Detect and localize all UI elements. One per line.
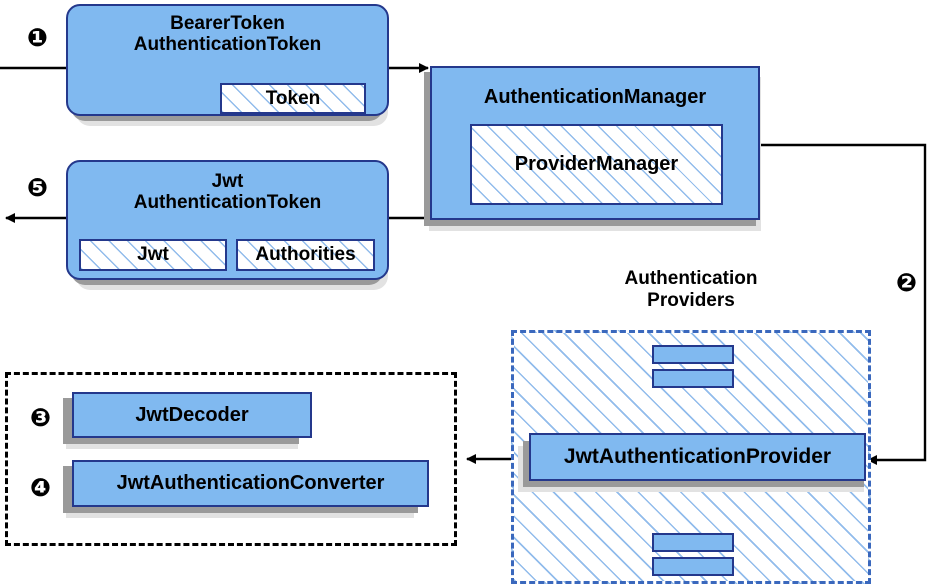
provider-stub-bar-bottom-2 (652, 557, 734, 576)
step-badge-4: ❹ (29, 473, 52, 502)
jwt-token-slot-authorities: Authorities (236, 239, 375, 271)
provider-stub-bar-bottom-1 (652, 533, 734, 552)
node-bearer-token-authentication-token[interactable]: BearerToken AuthenticationToken Token (66, 4, 389, 116)
node-jwt-authentication-provider[interactable]: JwtAuthenticationProvider (529, 433, 866, 481)
step-badge-5: ❺ (26, 173, 49, 202)
provider-stub-bar-top-1 (652, 345, 734, 364)
provider-stub-bar-top-2 (652, 369, 734, 388)
authentication-manager-title: AuthenticationManager (483, 86, 707, 108)
jwt-token-title: Jwt AuthenticationToken (133, 171, 322, 214)
authentication-providers-caption: Authentication Providers (624, 268, 758, 311)
step-badge-3: ❸ (29, 403, 52, 432)
node-jwt-authentication-converter[interactable]: JwtAuthenticationConverter (72, 460, 429, 507)
bearer-token-slot-token: Token (220, 83, 366, 114)
step-badge-1: ❶ (26, 23, 49, 52)
node-jwt-authentication-token[interactable]: Jwt AuthenticationToken Jwt Authorities (66, 160, 389, 280)
jwt-token-slot-jwt: Jwt (79, 239, 227, 271)
authentication-manager-slot-provider-manager: ProviderManager (470, 124, 723, 205)
bearer-token-title: BearerToken AuthenticationToken (133, 13, 322, 56)
jwt-support-group-container (5, 372, 457, 546)
step-badge-2: ❷ (895, 268, 918, 297)
node-authentication-manager[interactable]: AuthenticationManager ProviderManager (430, 66, 760, 220)
node-jwt-decoder[interactable]: JwtDecoder (72, 392, 312, 438)
